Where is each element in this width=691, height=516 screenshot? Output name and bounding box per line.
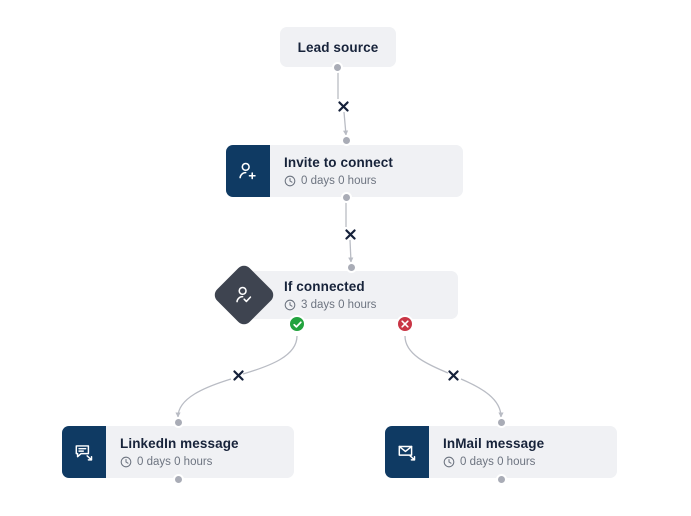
- inmail-message-output-port[interactable]: [496, 474, 507, 485]
- inmail-message-duration-text: 0 days 0 hours: [460, 456, 536, 468]
- if-connected-body: If connected 3 days 0 hours: [248, 271, 458, 319]
- invite-body: Invite to connect 0 days 0 hours: [270, 145, 463, 197]
- node-inmail-message[interactable]: InMail message 0 days 0 hours: [385, 426, 617, 478]
- node-lead-source[interactable]: Lead source: [280, 27, 396, 67]
- invite-input-port[interactable]: [341, 135, 352, 146]
- linkedin-message-duration: 0 days 0 hours: [120, 455, 294, 469]
- chat-bubble-arrow-icon: [62, 426, 106, 478]
- inmail-message-input-port[interactable]: [496, 417, 507, 428]
- person-check-icon: [233, 284, 255, 306]
- remove-step-lead-to-invite[interactable]: [336, 99, 350, 113]
- edge-yes-lower: [175, 378, 232, 418]
- close-icon: [337, 100, 349, 112]
- invite-output-port[interactable]: [341, 192, 352, 203]
- edge-yes-upper: [242, 335, 298, 375]
- edge-no-lower: [460, 378, 504, 418]
- invite-title: Invite to connect: [284, 155, 393, 170]
- if-connected-duration-text: 3 days 0 hours: [301, 299, 377, 311]
- remove-step-invite-to-if[interactable]: [343, 227, 357, 241]
- no-branch-badge[interactable]: [396, 315, 414, 333]
- linkedin-message-title: LinkedIn message: [120, 436, 239, 451]
- clock-icon: [284, 299, 296, 311]
- close-icon: [447, 369, 459, 381]
- lead-source-output-port[interactable]: [332, 62, 343, 73]
- inmail-message-duration: 0 days 0 hours: [443, 455, 617, 469]
- if-connected-input-port[interactable]: [346, 262, 357, 273]
- linkedin-message-duration-text: 0 days 0 hours: [137, 456, 213, 468]
- linkedin-message-input-port[interactable]: [173, 417, 184, 428]
- lead-source-body: Lead source: [280, 39, 396, 56]
- remove-step-no-branch[interactable]: [446, 368, 460, 382]
- clock-icon: [443, 456, 455, 468]
- linkedin-message-output-port[interactable]: [173, 474, 184, 485]
- envelope-arrow-icon: [385, 426, 429, 478]
- invite-duration: 0 days 0 hours: [284, 174, 463, 188]
- edge-invite-to-if-lower: [348, 239, 354, 263]
- lead-source-title: Lead source: [297, 39, 379, 55]
- inmail-message-body: InMail message 0 days 0 hours: [429, 426, 617, 478]
- edge-no-upper: [404, 335, 449, 374]
- close-icon: [401, 320, 409, 328]
- clock-icon: [120, 456, 132, 468]
- if-connected-duration: 3 days 0 hours: [284, 298, 458, 312]
- check-icon: [292, 320, 302, 328]
- yes-branch-badge[interactable]: [288, 315, 306, 333]
- clock-icon: [284, 175, 296, 187]
- node-invite-to-connect[interactable]: Invite to connect 0 days 0 hours: [226, 145, 463, 197]
- linkedin-message-body: LinkedIn message 0 days 0 hours: [106, 426, 294, 478]
- person-add-icon: [226, 145, 270, 197]
- edge-lead-to-invite-lower: [343, 111, 349, 136]
- node-linkedin-message[interactable]: LinkedIn message 0 days 0 hours: [62, 426, 294, 478]
- node-if-connected[interactable]: If connected 3 days 0 hours: [248, 271, 458, 319]
- if-connected-title: If connected: [284, 279, 365, 294]
- remove-step-yes-branch[interactable]: [231, 368, 245, 382]
- close-icon: [344, 228, 356, 240]
- close-icon: [232, 369, 244, 381]
- if-connected-condition-shape[interactable]: [211, 262, 277, 328]
- invite-duration-text: 0 days 0 hours: [301, 175, 377, 187]
- inmail-message-title: InMail message: [443, 436, 545, 451]
